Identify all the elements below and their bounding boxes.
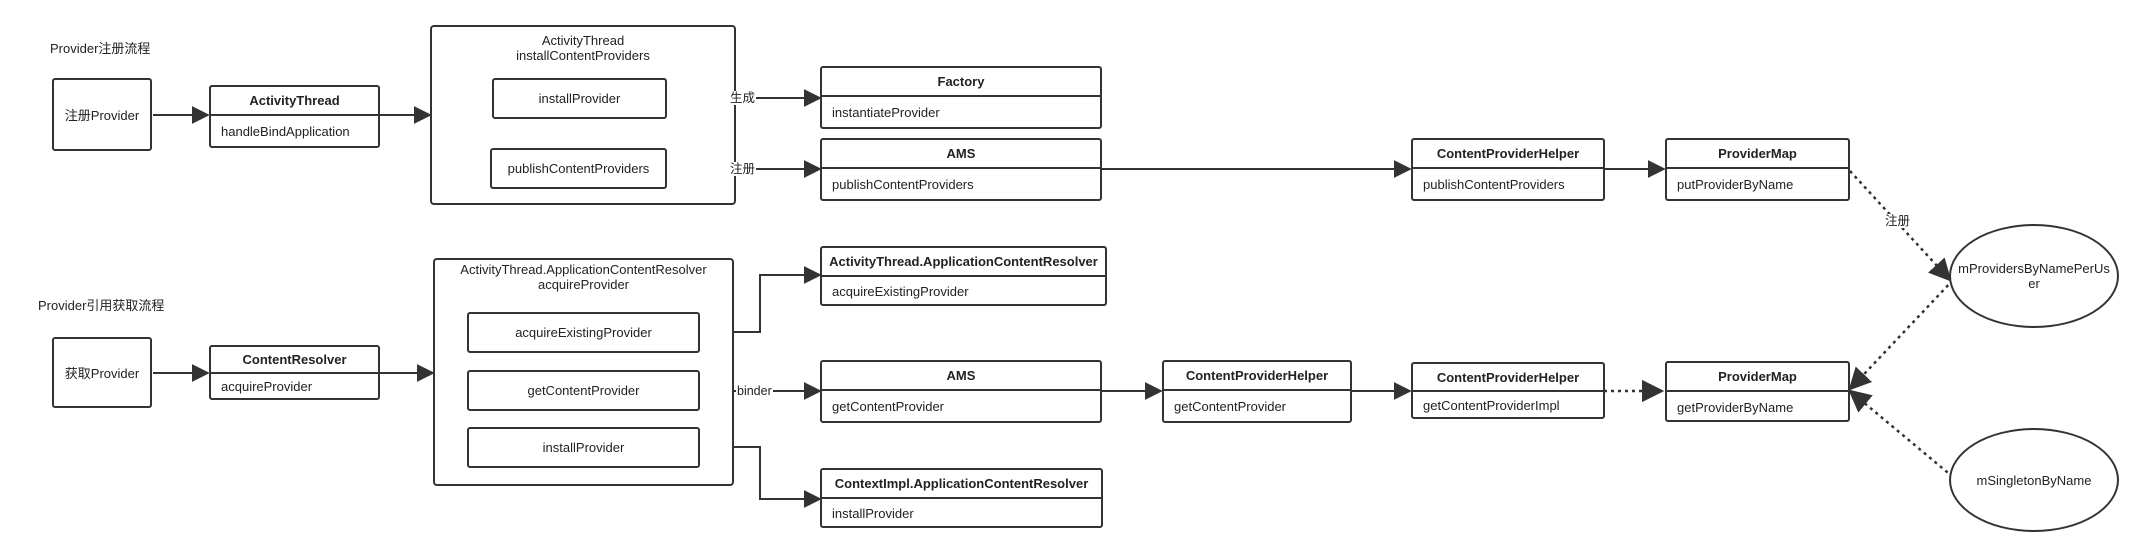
install-provider-acquire-node: installProvider: [467, 427, 700, 468]
class-name: ProviderMap: [1667, 140, 1848, 169]
class-name: ContentProviderHelper: [1413, 140, 1603, 169]
method-name: instantiateProvider: [832, 105, 940, 120]
group-title: ActivityThread.ApplicationContentResolve…: [435, 260, 732, 292]
method-name: acquireProvider: [221, 379, 313, 394]
ams-register-node: AMS publishContentProviders: [820, 138, 1102, 201]
publish-content-providers-node: publishContentProviders: [490, 148, 667, 189]
activitythread-acr-node: ActivityThread.ApplicationContentResolve…: [820, 246, 1107, 306]
contentproviderhelper-register-node: ContentProviderHelper publishContentProv…: [1411, 138, 1605, 201]
method-name: installProvider: [832, 506, 914, 521]
contentproviderhelper-impl-node: ContentProviderHelper getContentProvider…: [1411, 362, 1605, 419]
class-name: ProviderMap: [1667, 363, 1848, 392]
method-name: putProviderByName: [1677, 177, 1794, 192]
edge-label-binder: binder: [736, 384, 773, 398]
group-title-line1: ActivityThread: [541, 33, 625, 48]
class-name: AMS: [822, 362, 1100, 391]
edge-label-register-store: 注册: [1884, 214, 1912, 228]
providermap-register-node: ProviderMap putProviderByName: [1665, 138, 1850, 201]
class-name: ContentProviderHelper: [1413, 364, 1603, 392]
factory-node: Factory instantiateProvider: [820, 66, 1102, 129]
method-name: handleBindApplication: [221, 124, 350, 139]
register-provider-node: 注册Provider: [52, 78, 152, 151]
group-title-line2: installContentProviders: [516, 48, 650, 63]
class-name: ContentProviderHelper: [1164, 362, 1350, 391]
edge-store-to-providermap-get: [1848, 279, 1954, 391]
acquire-existing-provider-node: acquireExistingProvider: [467, 312, 700, 353]
class-name: ActivityThread.ApplicationContentResolve…: [822, 248, 1105, 277]
method-name: publishContentProviders: [1423, 177, 1565, 192]
method-name: acquireExistingProvider: [832, 284, 969, 299]
method-name: getContentProvider: [832, 399, 945, 414]
edge-singleton-to-providermap-get: [1848, 389, 1954, 478]
contentresolver-node: ContentResolver acquireProvider: [209, 345, 380, 400]
edge-label-generate: 生成: [729, 91, 757, 105]
get-content-provider-node: getContentProvider: [467, 370, 700, 411]
class-name: Factory: [822, 68, 1100, 97]
class-name: ContentResolver: [211, 347, 378, 374]
group-title-line2: acquireProvider: [537, 277, 630, 292]
class-name: ContextImpl.ApplicationContentResolver: [822, 470, 1101, 499]
acquire-provider-node: 获取Provider: [52, 337, 152, 408]
acquire-flow-title: Provider引用获取流程: [38, 298, 165, 313]
class-name: AMS: [822, 140, 1100, 169]
singleton-by-name-store: mSingletonByName: [1949, 428, 2119, 532]
contentproviderhelper-get-node: ContentProviderHelper getContentProvider: [1162, 360, 1352, 423]
method-name: publishContentProviders: [832, 177, 974, 192]
method-name: getContentProviderImpl: [1423, 398, 1560, 413]
ams-acquire-node: AMS getContentProvider: [820, 360, 1102, 423]
register-flow-title: Provider注册流程: [50, 41, 151, 56]
providermap-get-node: ProviderMap getProviderByName: [1665, 361, 1850, 422]
group-title-line1: ActivityThread.ApplicationContentResolve…: [460, 262, 707, 277]
group-title: ActivityThread installContentProviders: [432, 27, 734, 63]
method-name: getContentProvider: [1174, 399, 1287, 414]
class-name: ActivityThread: [211, 87, 378, 116]
edge-label-register: 注册: [729, 162, 757, 176]
providers-by-name-store: mProvidersByNamePerUser: [1949, 224, 2119, 328]
method-name: getProviderByName: [1677, 399, 1794, 415]
contextimpl-acr-node: ContextImpl.ApplicationContentResolver i…: [820, 468, 1103, 528]
activitythread-node: ActivityThread handleBindApplication: [209, 85, 380, 148]
install-provider-node: installProvider: [492, 78, 667, 119]
